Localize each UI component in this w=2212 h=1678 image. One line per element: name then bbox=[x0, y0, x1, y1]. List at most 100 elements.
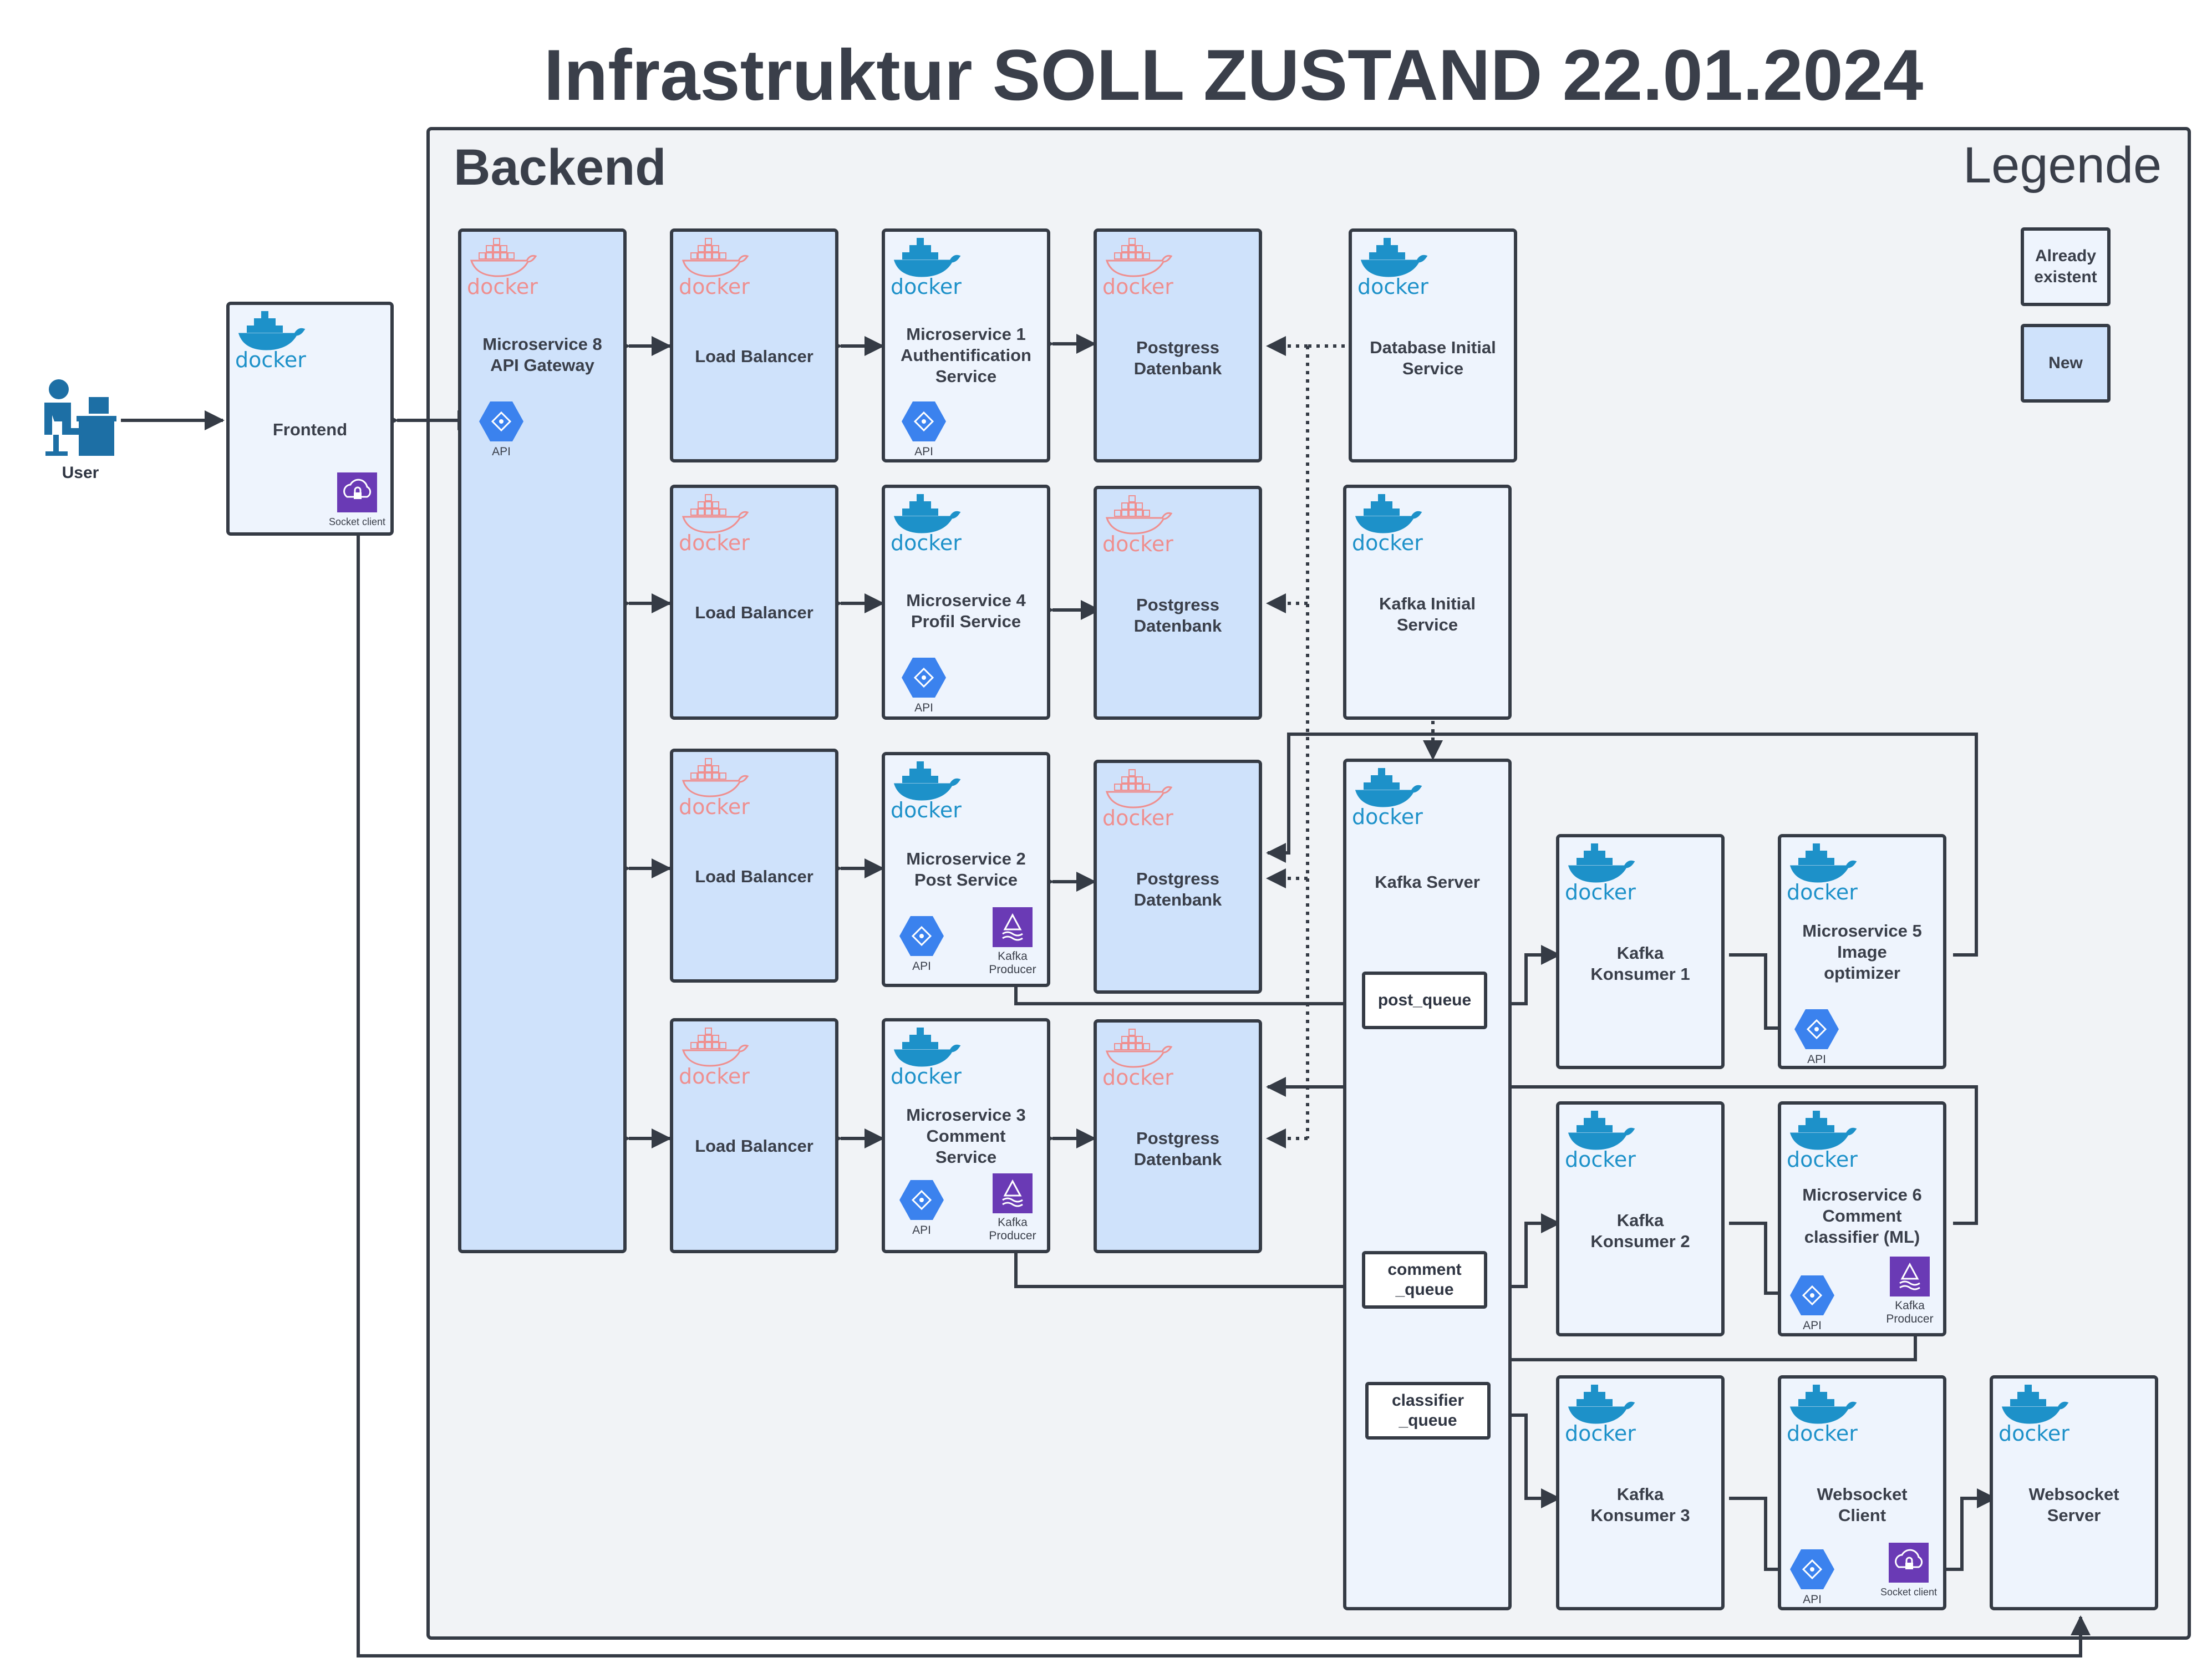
kafka-server-label: Kafka Server bbox=[1375, 872, 1480, 892]
postgres-1-label: Postgress Datenbank bbox=[1133, 338, 1222, 378]
edge-ms3-commentqueue bbox=[1014, 1244, 1366, 1296]
api-label: API bbox=[914, 701, 933, 714]
load-balancer-4-label: Load Balancer bbox=[695, 1136, 813, 1156]
docker-icon: docker bbox=[891, 761, 963, 821]
docker-icon: docker bbox=[891, 237, 963, 298]
postgres-4-label: Postgress Datenbank bbox=[1133, 1128, 1222, 1169]
api-icon: API bbox=[478, 400, 525, 459]
load-balancer-2[interactable]: Load Balancer bbox=[670, 485, 838, 720]
api-icon: API bbox=[898, 915, 945, 973]
post-queue[interactable]: post_queue bbox=[1362, 972, 1487, 1029]
postgres-3-label: Postgress Datenbank bbox=[1133, 869, 1222, 909]
user-icon bbox=[42, 377, 118, 460]
docker-wordmark: docker bbox=[891, 274, 962, 299]
kafka-konsumer-3-label: Kafka Konsumer 3 bbox=[1590, 1484, 1690, 1525]
docker-icon: docker bbox=[891, 494, 963, 554]
kafka-initial-service-label: Kafka Initial Service bbox=[1379, 594, 1476, 634]
kafka-producer-label: Kafka Producer bbox=[989, 950, 1036, 976]
microservice-6-label: Microservice 6 Comment classifier (ML) bbox=[1802, 1185, 1922, 1247]
kafka-konsumer-1-label: Kafka Konsumer 1 bbox=[1590, 943, 1690, 984]
docker-icon: docker bbox=[891, 1027, 963, 1087]
docker-icon: docker bbox=[1352, 767, 1424, 828]
edge-ms6-pg4 bbox=[1266, 1077, 1978, 1225]
load-balancer-3[interactable]: Load Balancer bbox=[670, 749, 838, 983]
docker-icon: docker bbox=[1102, 769, 1174, 829]
docker-wordmark: docker bbox=[1352, 531, 1423, 555]
backend-label: Backend bbox=[454, 139, 667, 196]
load-balancer-1[interactable]: Load Balancer bbox=[670, 228, 838, 462]
postgres-4-node[interactable]: Postgress Datenbank bbox=[1094, 1019, 1262, 1253]
docker-wordmark: docker bbox=[1102, 532, 1173, 556]
docker-icon: docker bbox=[235, 311, 307, 371]
docker-icon: docker bbox=[1102, 237, 1174, 298]
frontend-label: Frontend bbox=[272, 420, 348, 439]
microservice-3-node[interactable]: Microservice 3 Comment Service bbox=[882, 1018, 1050, 1253]
edge-ms5-pg3 bbox=[1266, 733, 1978, 957]
comment-queue[interactable]: comment _queue bbox=[1362, 1251, 1487, 1309]
user-label: User bbox=[62, 464, 99, 482]
legend-existing: Already existent bbox=[2021, 227, 2111, 306]
docker-wordmark: docker bbox=[1787, 1421, 1858, 1446]
docker-wordmark: docker bbox=[679, 531, 750, 555]
docker-wordmark: docker bbox=[891, 1064, 962, 1089]
docker-wordmark: docker bbox=[1999, 1421, 2069, 1446]
docker-wordmark: docker bbox=[1787, 1147, 1858, 1172]
legend-title: Legende bbox=[1963, 137, 2162, 194]
socket-client-label: Socket client bbox=[1880, 1587, 1938, 1598]
load-balancer-1-label: Load Balancer bbox=[695, 347, 813, 366]
socket-client-icon: Socket client bbox=[326, 472, 388, 528]
kafka-producer-icon: Kafka Producer bbox=[982, 907, 1044, 977]
docker-icon: docker bbox=[1787, 1110, 1859, 1171]
page-title: Infrastruktur SOLL ZUSTAND 22.01.2024 bbox=[543, 34, 1924, 115]
docker-wordmark: docker bbox=[1357, 274, 1428, 299]
kafka-producer-label: Kafka Producer bbox=[989, 1216, 1036, 1242]
api-icon: API bbox=[1789, 1548, 1835, 1606]
api-label: API bbox=[1803, 1319, 1822, 1332]
api-icon: API bbox=[1793, 1008, 1840, 1066]
docker-wordmark: docker bbox=[1102, 274, 1173, 299]
docker-wordmark: docker bbox=[1565, 880, 1636, 904]
docker-wordmark: docker bbox=[1787, 880, 1858, 904]
microservice-3-label: Microservice 3 Comment Service bbox=[906, 1105, 1026, 1167]
docker-wordmark: docker bbox=[679, 795, 750, 819]
microservice-1-label: Microservice 1 Authentification Service bbox=[901, 324, 1031, 386]
api-label: API bbox=[912, 960, 931, 973]
postgres-2-node[interactable]: Postgress Datenbank bbox=[1094, 486, 1262, 720]
microservice-4-label: Microservice 4 Profil Service bbox=[906, 591, 1026, 631]
api-icon: API bbox=[901, 400, 947, 459]
api-label: API bbox=[912, 1224, 931, 1237]
kafka-producer-icon: Kafka Producer bbox=[982, 1173, 1044, 1243]
docker-icon: docker bbox=[1565, 1110, 1637, 1171]
docker-wordmark: docker bbox=[679, 274, 750, 299]
docker-icon: docker bbox=[679, 494, 751, 554]
docker-wordmark: docker bbox=[467, 274, 538, 299]
docker-wordmark: docker bbox=[1565, 1421, 1636, 1446]
api-icon: API bbox=[1789, 1274, 1835, 1333]
docker-icon: docker bbox=[679, 237, 751, 298]
api-gateway-node[interactable]: Microservice 8 API Gateway bbox=[458, 228, 627, 1253]
api-label: API bbox=[914, 445, 933, 458]
docker-icon: docker bbox=[1787, 1384, 1859, 1445]
api-label: API bbox=[492, 445, 511, 458]
docker-icon: docker bbox=[1102, 1028, 1174, 1089]
edge-wsclient-wsserver bbox=[1918, 1488, 1997, 1579]
docker-icon: docker bbox=[1999, 1384, 2071, 1445]
kafka-producer-icon: Kafka Producer bbox=[1879, 1257, 1941, 1326]
microservice-2-label: Microservice 2 Post Service bbox=[906, 849, 1026, 889]
postgres-3-node[interactable]: Postgress Datenbank bbox=[1094, 760, 1262, 994]
websocket-client-label: Websocket Client bbox=[1817, 1484, 1908, 1525]
postgres-1-node[interactable]: Postgress Datenbank bbox=[1094, 228, 1262, 462]
docker-icon: docker bbox=[1352, 494, 1424, 554]
classifier-queue[interactable]: classifier _queue bbox=[1365, 1382, 1491, 1440]
kafka-server-node[interactable]: Kafka Server bbox=[1343, 759, 1512, 1610]
kafka-konsumer-2-label: Kafka Konsumer 2 bbox=[1590, 1211, 1690, 1251]
docker-icon: docker bbox=[679, 757, 751, 818]
database-initial-service-label: Database Initial Service bbox=[1370, 338, 1496, 378]
docker-wordmark: docker bbox=[891, 531, 962, 555]
docker-wordmark: docker bbox=[1102, 1065, 1173, 1090]
microservice-5-label: Microservice 5 Image optimizer bbox=[1802, 921, 1922, 983]
load-balancer-4[interactable]: Load Balancer bbox=[670, 1018, 838, 1253]
docker-wordmark: docker bbox=[235, 348, 306, 372]
docker-icon: docker bbox=[1787, 843, 1859, 903]
docker-icon: docker bbox=[1357, 237, 1430, 298]
